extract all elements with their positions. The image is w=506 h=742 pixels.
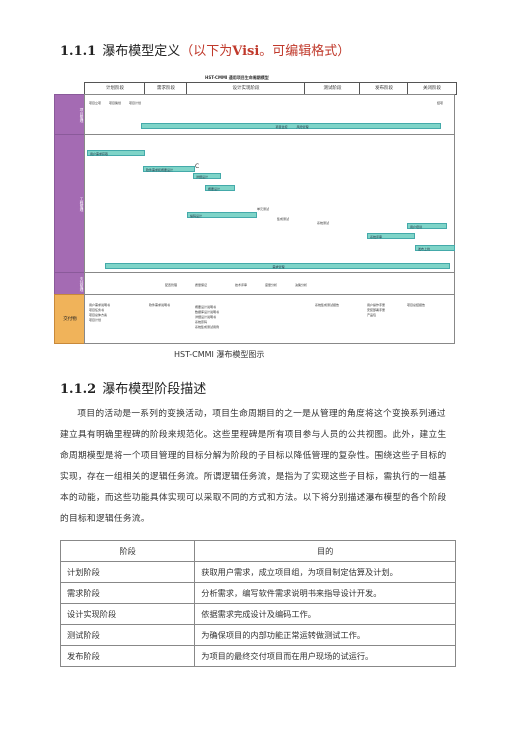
lane-engineering-box: 用户需求获取 软件需求和概要设计 C 详细设计 概要设计 编码设计 单元测试 集… (84, 134, 455, 274)
deliverable-5-1: 用户操作手册 (367, 303, 386, 307)
deliverable-6-1: 项目总结报告 (407, 303, 426, 307)
diagram-caption: HST-CMMI 瀑布模型图示 (174, 350, 265, 359)
bar-system-review: 系统评审 (367, 233, 415, 239)
table-cell-phase: 需求阶段 (59, 582, 196, 604)
section-title-visi: Visi (232, 44, 260, 59)
section-title-tail: 。可编辑格式） (259, 44, 351, 59)
deliverable-3-3: 详细设计说明书 (195, 315, 217, 319)
diagram-title: HST-CMMI 通用项目生命周期模型 (205, 75, 269, 80)
table-cell-phase: 测试阶段 (59, 624, 196, 646)
deliverable-3-2: 数据库设计说明书 (195, 310, 220, 314)
table-cell-purpose: 依据需求完成设计及编码工作。 (194, 603, 456, 625)
section-heading-1-1-1: 1.1.1 瀑布模型定义（以下为Visi。可编辑格式） (60, 40, 350, 59)
table-header-purpose: 目的 (194, 540, 456, 562)
table-header-phase: 阶段 (59, 540, 196, 562)
table-cell-phase: 发布阶段 (59, 645, 196, 667)
deliverable-1-3: 项目总体方案 (89, 313, 108, 317)
bar-requirements-management: 需求管理 (105, 263, 450, 269)
bar-project-monitor: 项目监控 风险管理 (141, 123, 441, 129)
task-project-close: 结项 (437, 101, 444, 105)
task-project-planning: 项目策划 (109, 101, 122, 105)
deliverable-3-4: 系统原码 (195, 320, 208, 324)
table-cell-phase: 设计实现阶段 (59, 603, 196, 625)
waterfall-diagram: HST-CMMI 通用项目生命周期模型 计划阶段 需求阶段 设计实现阶段 测试阶… (50, 72, 457, 344)
task-qa: 质量保证 (195, 283, 208, 287)
deliverable-3-1: 概要设计说明书 (195, 305, 217, 309)
bar-outline-design: 概要设计 (205, 185, 235, 191)
table-cell-purpose: 为项目的最终交付项目而在用户现场的试运行。 (194, 645, 456, 667)
lane-support-box: 配置管理 质量保证 技术评审 度量分析 决策分析 (84, 272, 455, 296)
bar-risk-label: 风险管理 (296, 125, 309, 129)
bar-user-requirements: 用户需求获取 (87, 150, 145, 156)
table-row: 计划阶段 获取用户需求，成立项目组，为项目制定估算及计划。 (59, 561, 456, 583)
deliverable-1-4: 项目计划 (89, 318, 102, 322)
table-cell-purpose: 获取用户需求，成立项目组，为项目制定估算及计划。 (194, 561, 456, 583)
bar-coding: 编码设计 (187, 212, 257, 218)
deliverable-5-3: 产品包 (367, 313, 377, 317)
bar-user-training: 用户培训 (407, 223, 447, 229)
table-cell-purpose: 分析需求，编写软件需求说明书来指导设计开发。 (194, 582, 456, 604)
table-cell-purpose: 为确保项目的内部功能正常运转做测试工作。 (194, 624, 456, 646)
deliverable-1-2: 项目任务书 (89, 308, 105, 312)
section-heading-1-1-2: 1.1.2 瀑布模型阶段描述 (60, 378, 206, 397)
lane-deliverables: 交付物 (54, 294, 86, 344)
task-project-initiation: 项目立项 (89, 101, 102, 105)
bar-release: 发布上线 (415, 245, 455, 251)
section-title-2: 瀑布模型阶段描述 (102, 382, 207, 397)
deliverable-2-1: 软件需求说明书 (149, 303, 171, 307)
body-paragraph: 项目的活动是一系列的变换活动，项目生命周期目的之一是从管理的角度将这个变换系列通… (60, 409, 447, 524)
deliverable-4-1: 系统集成测试报告 (315, 303, 340, 307)
lane-project-box: 项目立项 项目策划 项目计划 结项 项目监控 风险管理 (84, 94, 455, 136)
table-row: 设计实现阶段 依据需求完成设计及编码工作。 (59, 603, 456, 625)
table-row: 发布阶段 为项目的最终交付项目而在用户现场的试运行。 (59, 645, 456, 667)
lane-project: 项目管理 (54, 94, 86, 136)
table-row: 需求阶段 分析需求，编写软件需求说明书来指导设计开发。 (59, 582, 456, 604)
task-integration-test: 集成测试 (277, 217, 290, 221)
task-project-plan: 项目计划 (129, 101, 142, 105)
deliverable-5-2: 安装部署手册 (367, 308, 386, 312)
deliverable-3-5: 系统集成测试用例 (195, 325, 220, 329)
bar-project-monitor-label: 项目监控 (275, 125, 288, 129)
table-cell-phase: 计划阶段 (59, 561, 196, 583)
section-number-2: 1.1.2 (60, 382, 97, 397)
task-measurement: 度量分析 (265, 283, 278, 287)
task-unit-test: 单元测试 (257, 207, 270, 211)
lane-engineering: 工程管理 (54, 134, 86, 274)
task-config-mgmt: 配置管理 (165, 283, 178, 287)
task-system-test: 系统测试 (317, 221, 330, 225)
label-c: C (195, 163, 200, 170)
section-number: 1.1.1 (60, 44, 97, 59)
lane-deliverables-box: 用户需求说明书 项目任务书 项目总体方案 项目计划 软件需求说明书 概要设计说明… (84, 294, 455, 344)
task-decision: 决策分析 (295, 283, 308, 287)
bar-detailed-design: 详细设计 (193, 173, 221, 179)
lane-support: 支持管理 (54, 272, 86, 296)
table-header-row: 阶段 目的 (59, 540, 456, 562)
phase-table: 阶段 目的 计划阶段 获取用户需求，成立项目组，为项目制定估算及计划。 需求阶段… (59, 540, 456, 667)
task-tech-review: 技术评审 (235, 283, 248, 287)
section-title-note: （以下为 (180, 44, 233, 59)
deliverable-1-1: 用户需求说明书 (89, 303, 111, 307)
bar-software-requirements: 软件需求和概要设计 (143, 166, 195, 172)
table-row: 测试阶段 为确保项目的内部功能正常运转做测试工作。 (59, 624, 456, 646)
section-title: 瀑布模型定义 (102, 44, 181, 59)
